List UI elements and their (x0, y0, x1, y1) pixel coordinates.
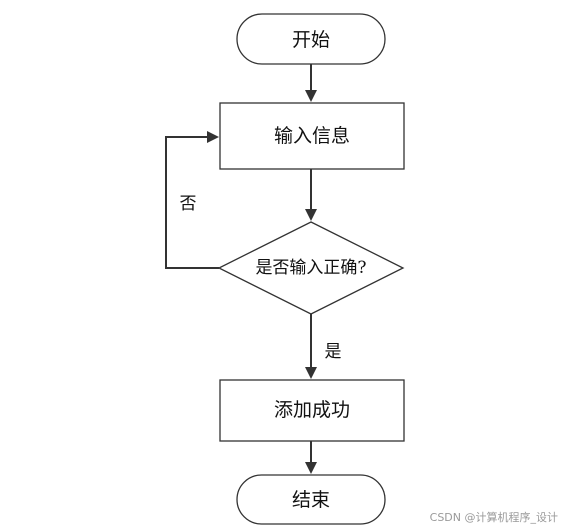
input-node (219, 102, 405, 170)
success-node (219, 379, 405, 442)
edge-label-yes: 是 (325, 342, 342, 362)
end-node-label: 结束 (292, 489, 330, 511)
end-node (236, 474, 386, 525)
edge-label-no: 否 (180, 194, 197, 214)
decision-node-label: 是否输入正确? (255, 258, 366, 278)
arrow-no-loop (165, 131, 219, 269)
start-node-label: 开始 (292, 29, 330, 51)
watermark: CSDN @计算机程序_设计 (429, 511, 558, 524)
success-node-label: 添加成功 (274, 399, 350, 421)
input-node-label: 输入信息 (274, 125, 350, 147)
